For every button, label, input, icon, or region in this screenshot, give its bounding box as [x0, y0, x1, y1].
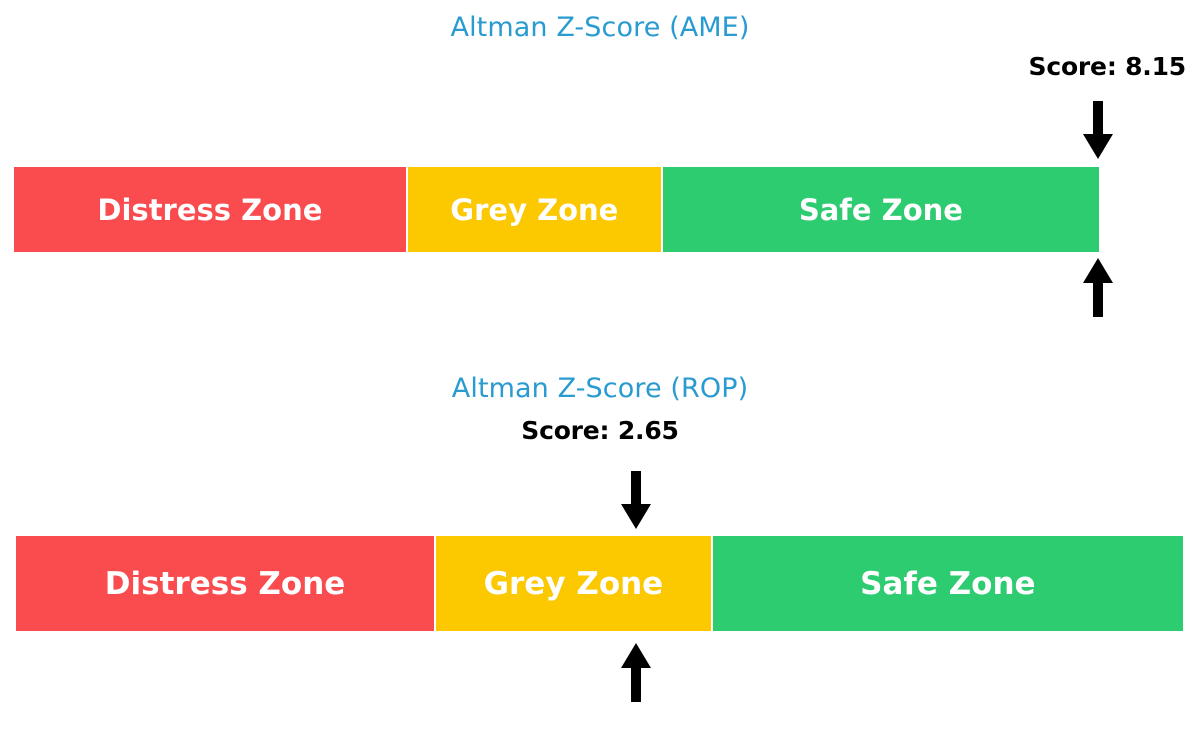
zone-label-safe: Safe Zone	[860, 565, 1036, 602]
zone-segment-distress[interactable]: Distress Zone	[16, 536, 437, 631]
gauge-panel-ame: Altman Z-Score (AME) Score: 8.15 Distres…	[14, 12, 1187, 317]
gauge-panel-rop: Altman Z-Score (ROP) Score: 2.65	[0, 360, 1200, 746]
page-title-rop: Altman Z-Score (ROP)	[451, 373, 749, 404]
zone-segment-distress[interactable]: Distress Zone	[14, 167, 408, 252]
score-label-rop: Score: 2.65	[521, 416, 679, 445]
arrow-shaft	[631, 471, 641, 507]
zone-segment-safe[interactable]: Safe Zone	[662, 167, 1099, 252]
zone-label-grey: Grey Zone	[483, 565, 664, 602]
zone-label-grey: Grey Zone	[450, 192, 619, 227]
arrow-head	[1083, 134, 1113, 159]
zone-label-distress: Distress Zone	[97, 192, 323, 227]
arrow-shaft	[631, 666, 641, 702]
zone-bar-ame: Distress Zone Grey Zone Safe Zone	[14, 167, 1099, 252]
arrow-shaft	[1093, 101, 1103, 137]
score-label-ame: Score: 8.15	[1028, 52, 1187, 81]
page-title-ame: Altman Z-Score (AME)	[450, 12, 750, 43]
zone-segment-grey[interactable]: Grey Zone	[407, 167, 663, 252]
zone-bar-rop: Distress Zone Grey Zone Safe Zone	[16, 536, 1183, 631]
zone-label-distress: Distress Zone	[104, 565, 346, 602]
arrow-head	[621, 504, 651, 529]
arrow-shaft	[1093, 281, 1103, 317]
zone-label-safe: Safe Zone	[798, 192, 963, 227]
zone-segment-grey[interactable]: Grey Zone	[436, 536, 713, 631]
zone-segment-safe[interactable]: Safe Zone	[712, 536, 1183, 631]
arrow-head	[1083, 258, 1113, 283]
arrow-head	[621, 643, 651, 668]
